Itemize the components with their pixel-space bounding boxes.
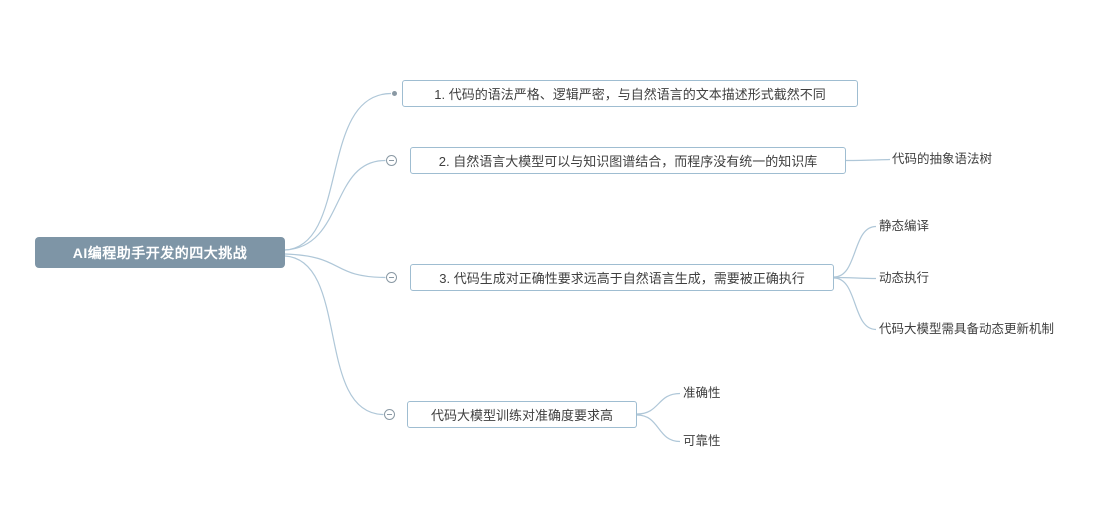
leaf-topic[interactable]: 代码大模型需具备动态更新机制 bbox=[879, 322, 1055, 336]
branch-topic-1[interactable]: 1. 代码的语法严格、逻辑严密，与自然语言的文本描述形式截然不同 bbox=[402, 80, 858, 107]
branch-topic-2-label: 2. 自然语言大模型可以与知识图谱结合，而程序没有统一的知识库 bbox=[438, 154, 818, 169]
dot-bullet-icon[interactable] bbox=[391, 91, 397, 96]
root-topic[interactable]: AI编程助手开发的四大挑战 bbox=[35, 237, 285, 268]
connector-root-to-branch-4 bbox=[284, 255, 384, 416]
minus-glyph bbox=[388, 277, 394, 278]
connector-root-to-branch-1 bbox=[284, 92, 392, 251]
leaf-topic[interactable]: 准确性 bbox=[683, 386, 721, 400]
branch-topic-4-label: 代码大模型训练对准确度要求高 bbox=[430, 408, 613, 423]
branch-topic-2[interactable]: 2. 自然语言大模型可以与知识图谱结合，而程序没有统一的知识库 bbox=[410, 147, 846, 174]
collapse-minus-icon[interactable] bbox=[383, 409, 395, 420]
connector-root-to-branch-2 bbox=[284, 159, 386, 251]
collapse-minus-icon[interactable] bbox=[385, 272, 397, 283]
connector-root-to-branch-3 bbox=[284, 253, 386, 279]
leaf-topic[interactable]: 代码的抽象语法树 bbox=[892, 152, 993, 166]
branch-topic-1-label: 1. 代码的语法严格、逻辑严密，与自然语言的文本描述形式截然不同 bbox=[434, 87, 826, 102]
leaf-topic[interactable]: 动态执行 bbox=[879, 271, 930, 285]
branch-topic-3[interactable]: 3. 代码生成对正确性要求远高于自然语言生成，需要被正确执行 bbox=[410, 264, 834, 291]
branch-topic-4[interactable]: 代码大模型训练对准确度要求高 bbox=[407, 401, 637, 428]
leaf-topic[interactable]: 静态编译 bbox=[879, 219, 930, 233]
connector-branch4-to-leaf-1 bbox=[636, 392, 681, 415]
minus-glyph bbox=[386, 414, 392, 415]
minus-glyph bbox=[388, 160, 394, 161]
branch-topic-3-label: 3. 代码生成对正确性要求远高于自然语言生成，需要被正确执行 bbox=[439, 271, 805, 286]
connector-branch3-to-leaf-2 bbox=[833, 276, 877, 280]
connector-branch3-to-leaf-1 bbox=[833, 225, 877, 278]
connector-branch4-to-leaf-2 bbox=[636, 414, 681, 443]
root-topic-label: AI编程助手开发的四大挑战 bbox=[72, 244, 248, 261]
connector-branch2-to-leaf-1 bbox=[845, 158, 891, 162]
collapse-minus-icon[interactable] bbox=[385, 155, 397, 166]
connector-branch3-to-leaf-3 bbox=[833, 277, 877, 331]
leaf-topic[interactable]: 可靠性 bbox=[683, 434, 721, 448]
